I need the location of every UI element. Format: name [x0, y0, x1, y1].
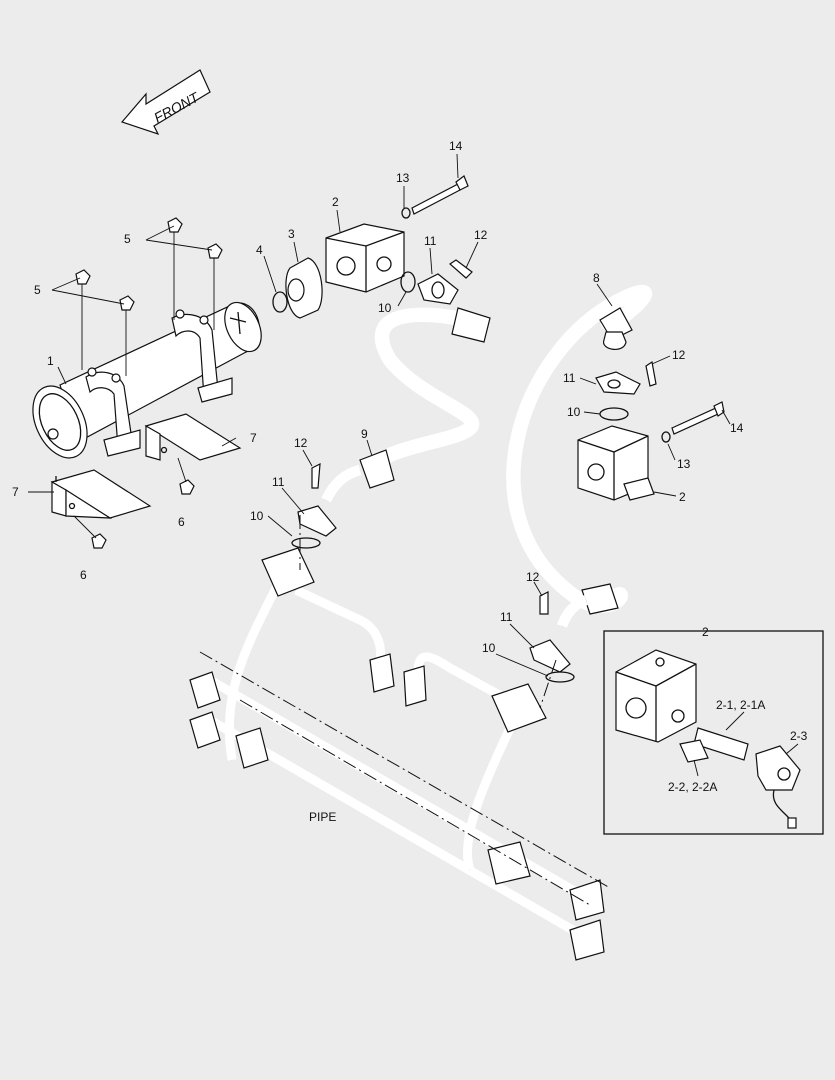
pipe-assembly — [189, 515, 611, 961]
o-ring-4 — [272, 291, 288, 313]
o-ring-10-left — [291, 537, 321, 549]
valve-block-top — [325, 223, 405, 293]
label-2-3: 2-3 — [790, 729, 808, 743]
label-11-right: 11 — [563, 371, 576, 385]
label-12-left: 12 — [294, 436, 308, 450]
label-11-lower: 11 — [500, 610, 513, 624]
label-10-top: 10 — [378, 301, 392, 315]
bolts-5 — [75, 217, 223, 376]
label-10-left: 10 — [250, 509, 264, 523]
bolt-12-lower — [539, 591, 549, 615]
label-2-1: 2-1, 2-1A — [716, 698, 765, 712]
label-2-2: 2-2, 2-2A — [668, 780, 717, 794]
label-10-lower: 10 — [482, 641, 496, 655]
o-ring-10-top — [400, 271, 416, 293]
label-6-right: 6 — [178, 515, 185, 529]
label-8: 8 — [593, 271, 600, 285]
label-12-top: 12 — [474, 228, 488, 242]
label-5-upper: 5 — [124, 232, 131, 246]
accumulator — [32, 301, 262, 459]
label-13-right: 13 — [677, 457, 691, 471]
flange-11-lower — [529, 639, 571, 673]
label-14-top: 14 — [449, 139, 463, 153]
valve-block-right — [577, 425, 655, 501]
flange-11-left — [297, 505, 337, 537]
hose-9 — [321, 307, 491, 503]
label-11-top: 11 — [424, 234, 437, 248]
label-7-left: 7 — [12, 485, 19, 499]
leader-lines — [28, 153, 799, 777]
flange-11-top — [417, 273, 459, 305]
bracket-right — [144, 413, 242, 461]
label-11-left: 11 — [272, 475, 285, 489]
label-13-top: 13 — [396, 171, 410, 185]
label-4: 4 — [256, 243, 263, 257]
long-bolt-14-top — [411, 175, 469, 215]
label-9: 9 — [361, 427, 368, 441]
label-12-right: 12 — [672, 348, 686, 362]
label-pipe: PIPE — [309, 810, 336, 824]
washer-13-top — [401, 207, 411, 219]
adapter-3 — [285, 257, 323, 319]
washer-13-right — [661, 431, 671, 443]
label-2-right: 2 — [679, 490, 686, 504]
front-arrow: FRONT — [120, 69, 211, 136]
bolt-12-right — [645, 360, 657, 387]
bolts-6 — [73, 457, 195, 549]
bolt-12-top — [449, 259, 473, 279]
bolt-12-left — [311, 462, 321, 489]
o-ring-10-right — [599, 407, 629, 421]
bracket-left — [50, 469, 152, 519]
callout-labels: 1 5 5 4 3 2 13 14 11 12 10 7 7 6 6 8 9 1… — [12, 139, 808, 824]
label-14-right: 14 — [730, 421, 744, 435]
hose-8 — [506, 284, 653, 628]
label-6-left: 6 — [80, 568, 87, 582]
detail-box — [603, 630, 824, 835]
o-ring-10-lower — [545, 671, 575, 683]
label-3: 3 — [288, 227, 295, 241]
label-detail-title: 2 — [702, 625, 709, 639]
flange-11-right — [595, 371, 641, 395]
label-10-right: 10 — [567, 405, 581, 419]
label-12-lower: 12 — [526, 570, 540, 584]
label-1: 1 — [47, 354, 54, 368]
label-7-right: 7 — [250, 431, 257, 445]
label-5-lower: 5 — [34, 283, 41, 297]
long-bolt-14-right — [671, 401, 725, 435]
label-2-top: 2 — [332, 195, 339, 209]
